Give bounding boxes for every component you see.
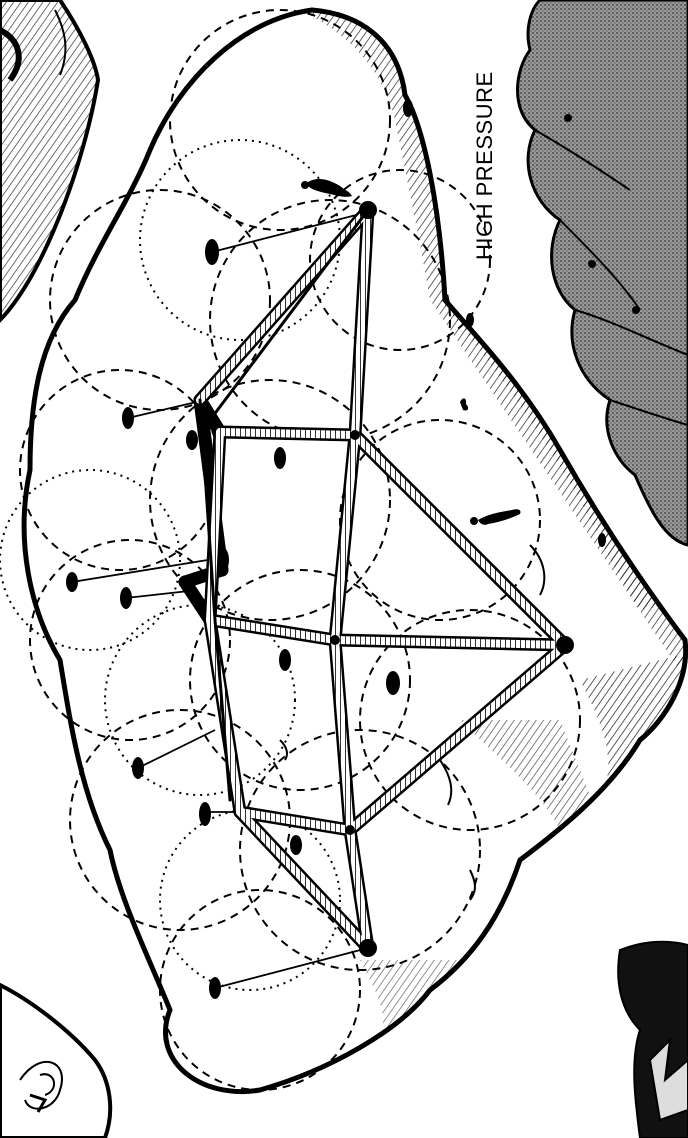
bottom-right-neighbor-form	[618, 942, 688, 1138]
left-neighbor-rock	[0, 0, 98, 320]
bottom-left-neighbor-pod	[0, 985, 110, 1138]
high-pressure-label: HIGH PRESSURE	[472, 71, 497, 260]
